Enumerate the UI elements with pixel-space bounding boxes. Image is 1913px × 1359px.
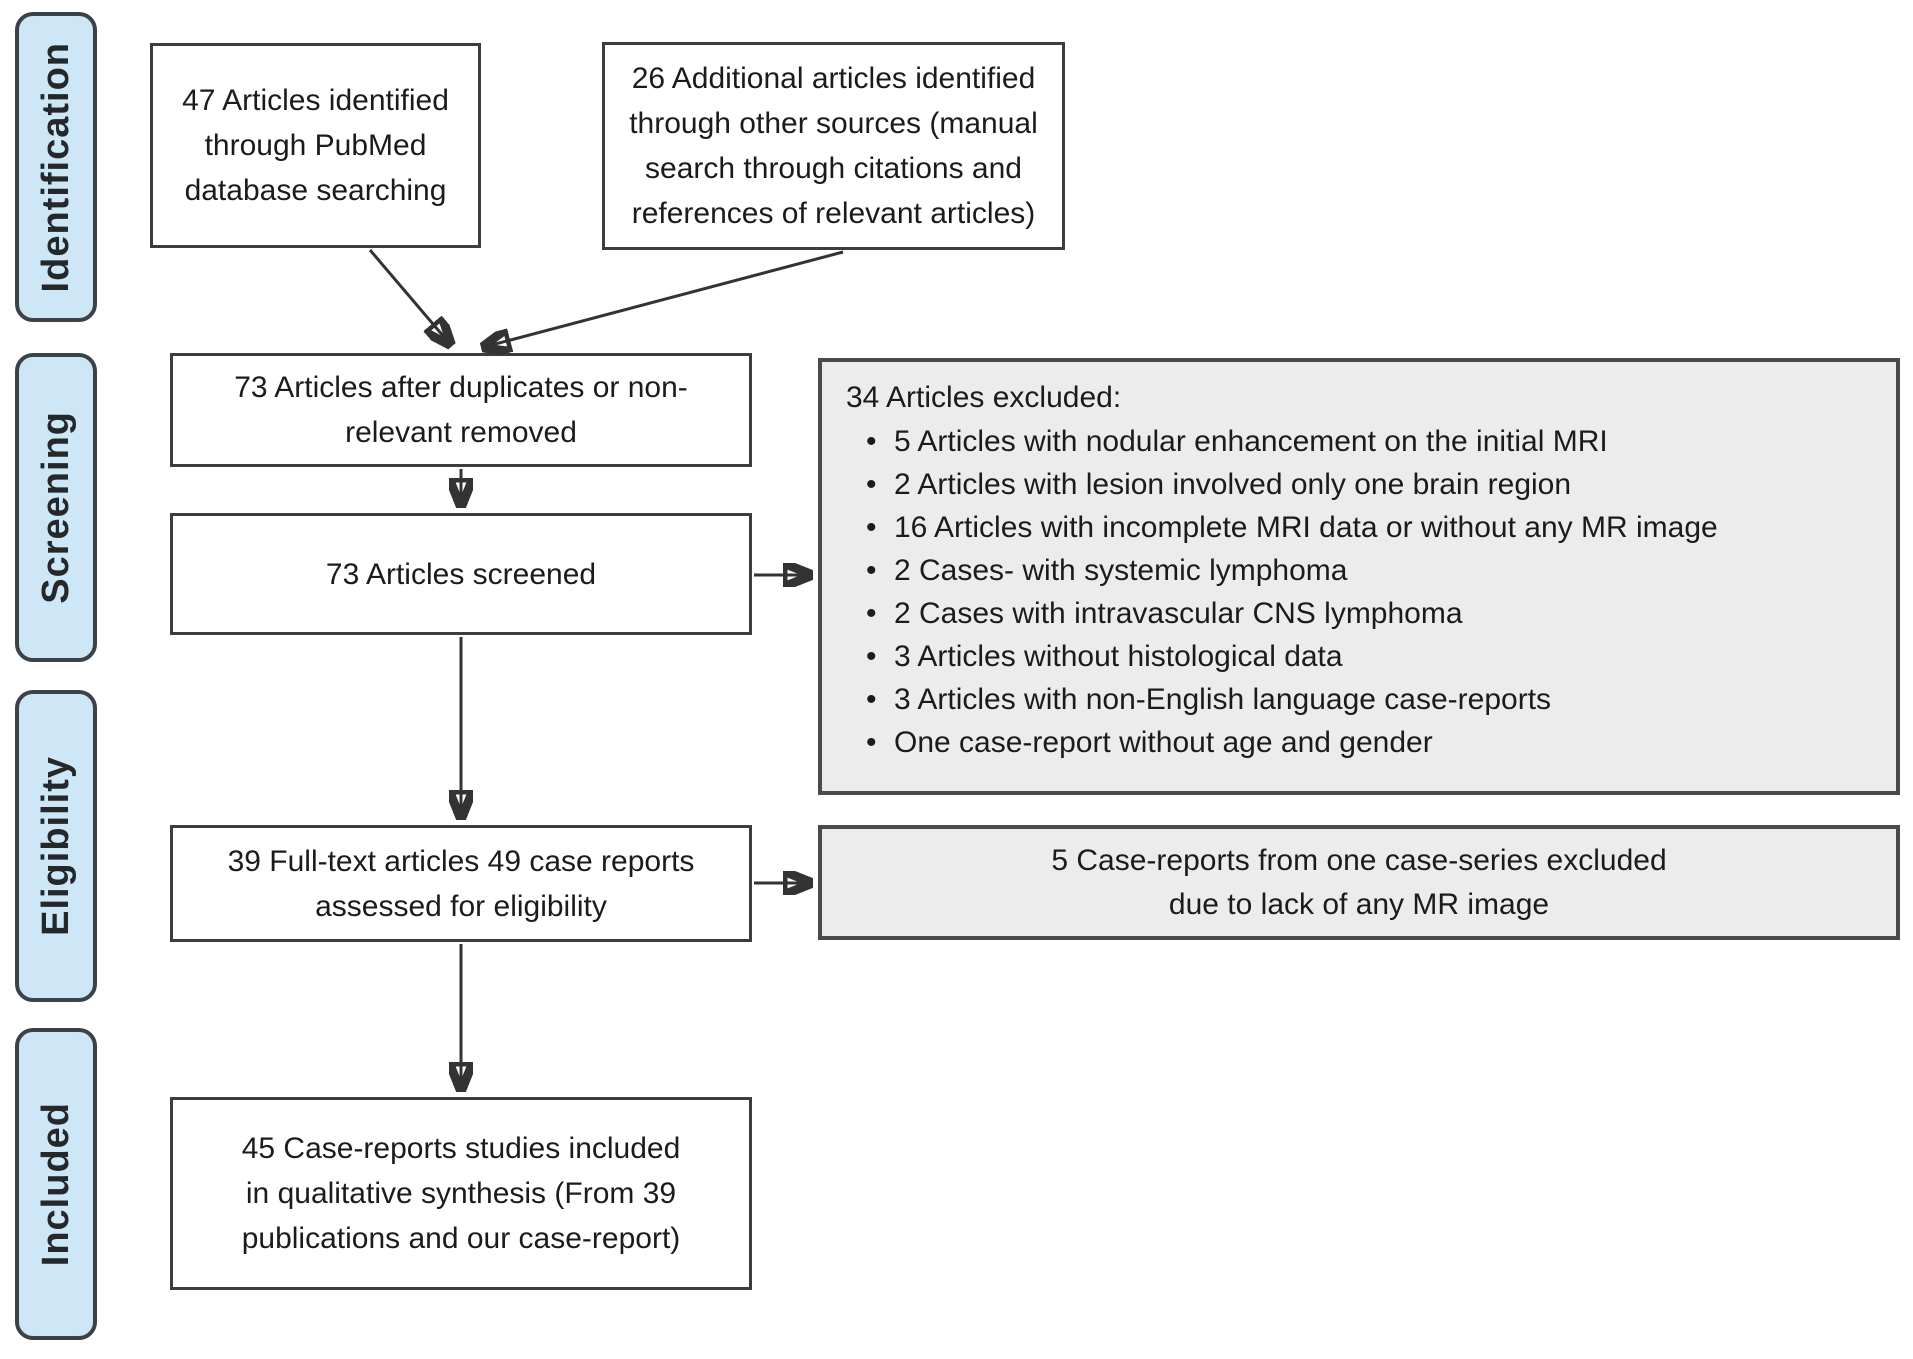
box-after-duplicates: 73 Articles after duplicates or non- rel… <box>170 353 752 467</box>
excluded-item: 2 Articles with lesion involved only one… <box>866 463 1886 506</box>
box-articles-screened-text: 73 Articles screened <box>325 557 597 591</box>
stage-label-included: Included <box>15 1028 97 1340</box>
box-fulltext-assessed-text: 39 Full-text articles 49 case reports as… <box>227 844 695 923</box>
stage-label-text: Included <box>34 1101 77 1267</box>
excluded-item: 2 Cases- with systemic lymphoma <box>866 549 1886 592</box>
arrow-pubmed-to-duplicates <box>368 249 450 344</box>
box-after-duplicates-text: 73 Articles after duplicates or non- rel… <box>234 371 688 449</box>
excluded-title: 34 Articles excluded: <box>846 381 1122 414</box>
excluded-item: 5 Articles with nodular enhancement on t… <box>866 420 1886 463</box>
stage-label-text: Identification <box>34 41 77 293</box>
stage-label-eligibility: Eligibility <box>15 690 97 1002</box>
box-other-sources-identified: 26 Additional articles identified throug… <box>602 42 1065 250</box>
box-case-series-excluded: 5 Case-reports from one case-series excl… <box>818 825 1900 940</box>
arrow-other-sources-to-duplicates <box>484 250 844 347</box>
excluded-item: 16 Articles with incomplete MRI data or … <box>866 506 1886 549</box>
stage-label-screening: Screening <box>15 353 97 662</box>
stage-label-text: Eligibility <box>34 756 77 936</box>
box-articles-screened: 73 Articles screened <box>170 513 752 635</box>
stage-label-text: Screening <box>34 411 77 604</box>
excluded-list: 5 Articles with nodular enhancement on t… <box>846 420 1886 764</box>
box-included-synthesis-text: 45 Case-reports studies included in qual… <box>241 1132 681 1255</box>
box-pubmed-identified: 47 Articles identified through PubMed da… <box>150 43 481 248</box>
excluded-item: 2 Cases with intravascular CNS lymphoma <box>866 592 1886 635</box>
box-fulltext-assessed: 39 Full-text articles 49 case reports as… <box>170 825 752 942</box>
excluded-item: 3 Articles without histological data <box>866 635 1886 678</box>
stage-label-identification: Identification <box>15 12 97 322</box>
box-included-synthesis: 45 Case-reports studies included in qual… <box>170 1097 752 1290</box>
box-pubmed-text: 47 Articles identified through PubMed da… <box>182 84 449 207</box>
box-articles-excluded: 34 Articles excluded: 5 Articles with no… <box>818 358 1900 795</box>
excluded-item: One case-report without age and gender <box>866 721 1886 764</box>
excluded-item: 3 Articles with non-English language cas… <box>866 678 1886 721</box>
box-other-sources-text: 26 Additional articles identified throug… <box>629 62 1038 230</box>
box-case-series-excluded-text: 5 Case-reports from one case-series excl… <box>1051 844 1667 921</box>
